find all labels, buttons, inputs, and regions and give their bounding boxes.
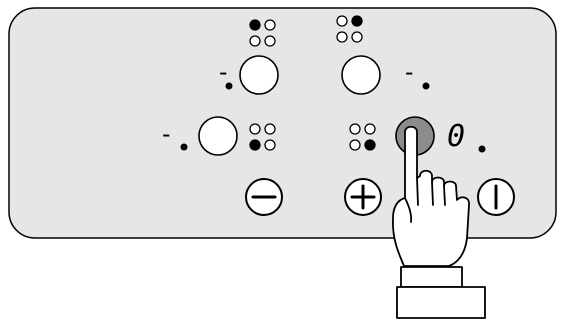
zone-level-dot-back-left xyxy=(225,82,233,90)
plus-button[interactable] xyxy=(344,178,382,216)
power-button[interactable] xyxy=(477,178,515,216)
zone-indicator-back-left xyxy=(249,19,276,47)
zone-level-dot-back-right xyxy=(422,82,430,90)
pointing-hand-icon xyxy=(392,125,486,319)
minus-button[interactable] xyxy=(245,178,283,216)
zone-level-back-right: - xyxy=(402,58,416,86)
zone-button-back-left[interactable] xyxy=(239,55,279,95)
zone-indicator-front-left xyxy=(249,123,276,151)
plus-icon xyxy=(350,184,376,210)
zone-button-back-right[interactable] xyxy=(341,55,381,95)
zone-level-dot-front-left xyxy=(180,143,188,151)
zone-level-back-left: - xyxy=(216,58,230,86)
zone-indicator-back-right xyxy=(336,15,363,43)
zone-level-front-right: 0 xyxy=(447,119,465,154)
zone-button-front-left[interactable] xyxy=(198,116,238,156)
zone-indicator-front-right xyxy=(349,123,376,151)
zone-level-front-left: - xyxy=(159,120,173,148)
control-panel xyxy=(8,7,557,239)
zone-level-dot-front-right xyxy=(478,145,486,153)
